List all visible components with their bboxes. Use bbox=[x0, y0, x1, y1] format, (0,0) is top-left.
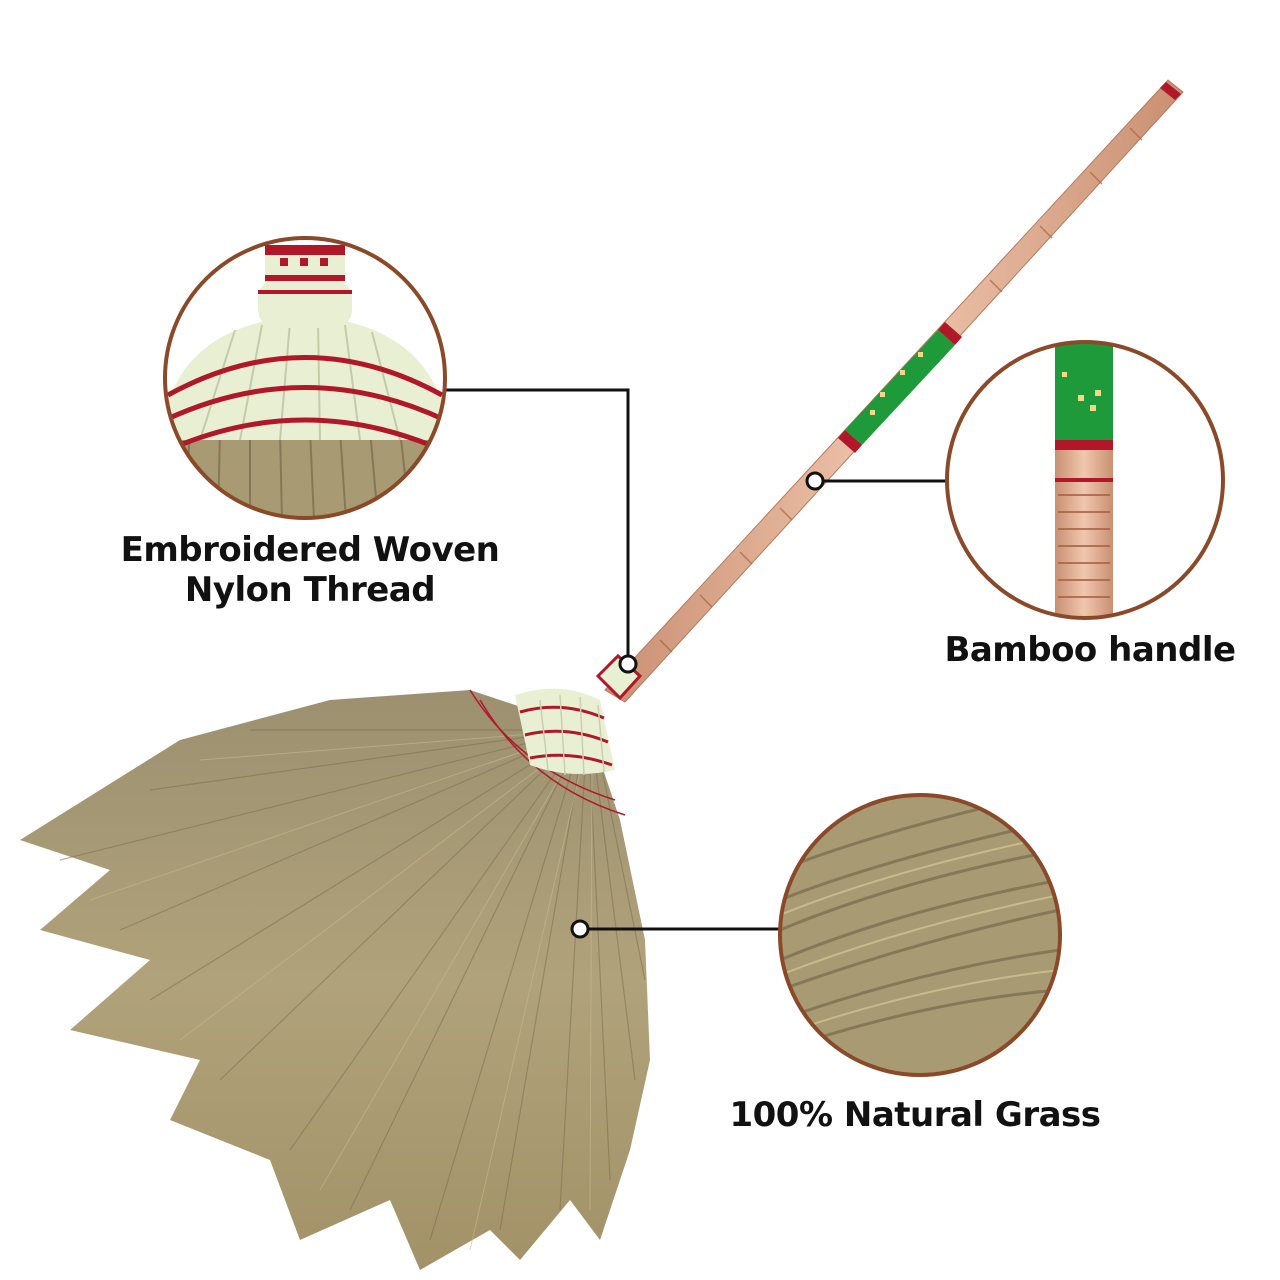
callout-dot-handle bbox=[805, 471, 825, 491]
feature-label-line2: Nylon Thread bbox=[184, 570, 436, 610]
callout-lines bbox=[440, 388, 947, 931]
callout-dot-thread bbox=[618, 654, 638, 674]
feature-label-embroidered-thread: Embroidered Woven Nylon Thread bbox=[100, 530, 520, 610]
broom-handle bbox=[595, 79, 1184, 703]
broom-bristles bbox=[20, 689, 650, 1270]
bamboo-handle-closeup-icon bbox=[945, 340, 1225, 620]
callout-dots bbox=[570, 471, 825, 939]
feature-label-line1: Embroidered Woven bbox=[120, 530, 500, 570]
woven-thread-closeup-icon bbox=[163, 236, 447, 520]
grass-bristles-closeup-icon bbox=[778, 793, 1062, 1077]
callout-dot-grass bbox=[570, 919, 590, 939]
broom-woven-head bbox=[515, 688, 615, 776]
feature-label-natural-grass: 100% Natural Grass bbox=[729, 1095, 1101, 1135]
feature-label-bamboo-handle: Bamboo handle bbox=[944, 630, 1236, 670]
